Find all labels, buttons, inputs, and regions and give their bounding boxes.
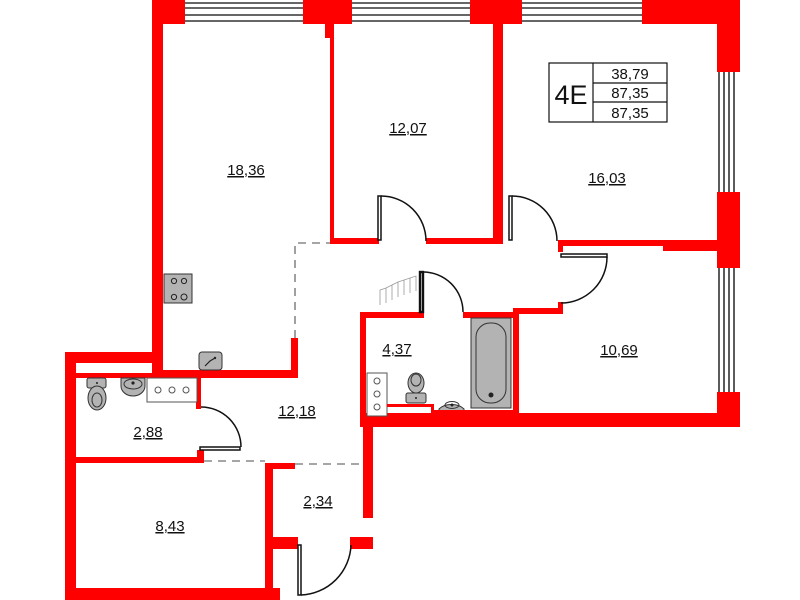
door-bedroom-middle[interactable] [377,195,427,242]
toilet-icon [86,377,107,411]
wall-segment [163,370,298,378]
window-right-lower [718,268,735,392]
room-bedroom-small-area: 10,69 [600,342,638,359]
wall-segment [76,457,204,463]
wall-segment [273,537,298,549]
wall-segment [717,192,740,268]
wall-segment [560,240,720,246]
door-bedroom-right[interactable] [508,195,558,242]
washbasin-icon [120,377,146,397]
wall-segment [330,24,334,244]
room-entrance-area: 2,34 [303,493,332,510]
wall-segment [65,352,76,600]
room-bedroom-left-area: 18,36 [227,162,265,179]
folding-screen-icon [379,275,417,305]
zone-dividers [204,242,363,465]
wall-segment [265,463,273,600]
window-top-left [185,2,303,22]
door-entrance[interactable] [297,544,352,596]
bathroom-ledge [387,404,514,413]
room-bedroom-middle-area: 12,07 [389,120,427,137]
wall-segment [197,450,204,463]
wall-segment [360,312,366,427]
toilet-bathroom-icon [405,372,427,404]
wall-segment [513,308,519,420]
living-area-value: 38,79 [611,66,649,83]
door-bedroom-small[interactable] [560,253,608,304]
wall-segment [152,330,163,378]
wall-segment [291,338,298,378]
wall-segment [325,0,333,38]
wall-segment [426,238,503,244]
washbasin-bathroom-icon [438,401,465,412]
window-top-right [522,2,642,22]
room-bathroom-area: 4,37 [382,341,411,358]
room-bedroom-right-area: 16,03 [588,170,626,187]
walls [65,0,740,600]
stove-icon [163,273,193,304]
window-top-middle [352,2,470,22]
wall-segment [350,537,373,549]
washing-machine-icon [146,377,198,403]
kitchen-sink-icon [198,351,223,371]
door-wc[interactable] [199,406,242,451]
total-area-with-balcony-value: 87,35 [611,105,649,122]
wall-segment [493,0,503,244]
room-wc-area: 2,88 [133,424,162,441]
doors [199,195,608,596]
room-storage-area: 8,43 [155,518,184,535]
wall-segment [363,420,373,518]
wall-segment [513,308,563,314]
wall-segment [663,240,720,251]
wall-segment [76,373,201,378]
wall-segment [558,240,563,252]
door-bathroom[interactable] [418,270,464,314]
wall-segment [360,312,424,318]
apartment-badge: 4E 38,79 87,35 87,35 [548,62,668,123]
wall-segment [65,352,163,363]
total-area-value: 87,35 [611,85,649,102]
room-hall-area: 12,18 [278,403,316,420]
bathtub-icon [470,317,512,409]
wall-segment [717,0,740,72]
radiator-icon [366,372,388,417]
wall-segment [196,373,201,409]
wall-segment [463,312,518,318]
dashed-line-kitchen [294,242,330,338]
wall-segment [717,392,740,419]
apartment-code: 4E [554,80,587,110]
wall-segment [265,463,295,469]
wall-segment [330,238,379,244]
wall-segment [360,413,740,427]
wall-segment [152,0,163,370]
wall-segment [65,588,280,600]
window-right-upper [718,72,735,192]
